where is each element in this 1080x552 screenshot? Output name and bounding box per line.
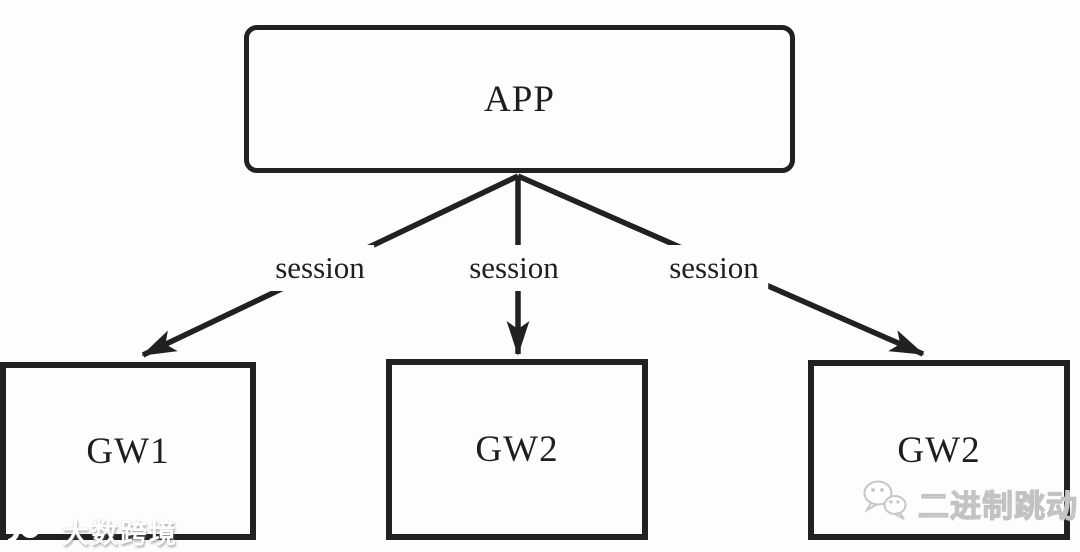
node-app-label: APP bbox=[484, 78, 555, 120]
edge-label-session-left: session bbox=[266, 245, 374, 291]
100-logo-icon bbox=[5, 510, 57, 552]
node-gw1-label: GW1 bbox=[86, 430, 170, 472]
node-gw2-middle-label: GW2 bbox=[475, 429, 559, 470]
node-gw2-middle: GW2 bbox=[386, 359, 648, 540]
watermark-bottom-left: 大数跨境 bbox=[5, 510, 178, 552]
edge-label-session-right: session bbox=[660, 245, 768, 291]
node-gw2-right: GW2 bbox=[808, 360, 1070, 540]
node-app: APP bbox=[244, 25, 795, 173]
watermark-bottom-right: 二进制跳动 bbox=[862, 479, 1078, 528]
watermark-bottom-right-text: 二进制跳动 bbox=[917, 488, 1078, 524]
wechat-icon bbox=[862, 479, 910, 528]
watermark-bottom-left-text: 大数跨境 bbox=[62, 519, 178, 549]
node-gw1: GW1 bbox=[0, 362, 256, 540]
node-gw2-right-label: GW2 bbox=[897, 429, 981, 471]
edge-label-session-middle: session bbox=[460, 245, 568, 291]
